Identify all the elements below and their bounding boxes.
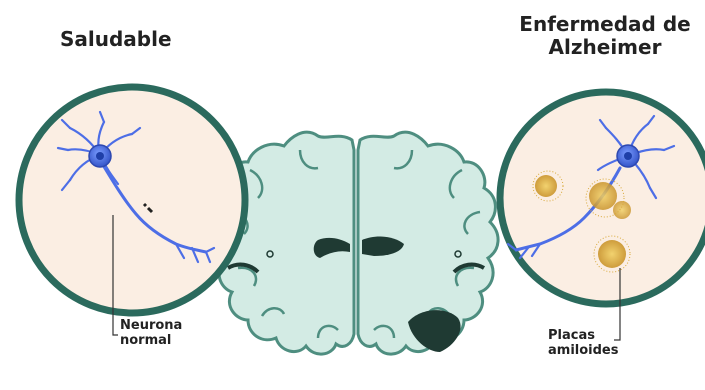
plaques-label: Placas amiloides — [548, 329, 618, 359]
neuron-label-line2: normal — [120, 334, 182, 349]
healthy-zoom-circle — [19, 87, 245, 335]
alzheimer-title-line1: Enfermedad de — [505, 13, 705, 36]
brain-cross-section-icon — [214, 132, 498, 354]
neuron-label-line1: Neurona — [120, 319, 182, 334]
neuron-label: Neurona normal — [120, 319, 182, 349]
alzheimer-zoom-circle — [500, 92, 705, 340]
alzheimer-title-line2: Alzheimer — [505, 36, 705, 59]
plaques-label-line2: amiloides — [548, 344, 618, 359]
healthy-title: Saludable — [60, 28, 172, 51]
plaques-label-line1: Placas — [548, 329, 618, 344]
alzheimer-title: Enfermedad de Alzheimer — [505, 13, 705, 59]
